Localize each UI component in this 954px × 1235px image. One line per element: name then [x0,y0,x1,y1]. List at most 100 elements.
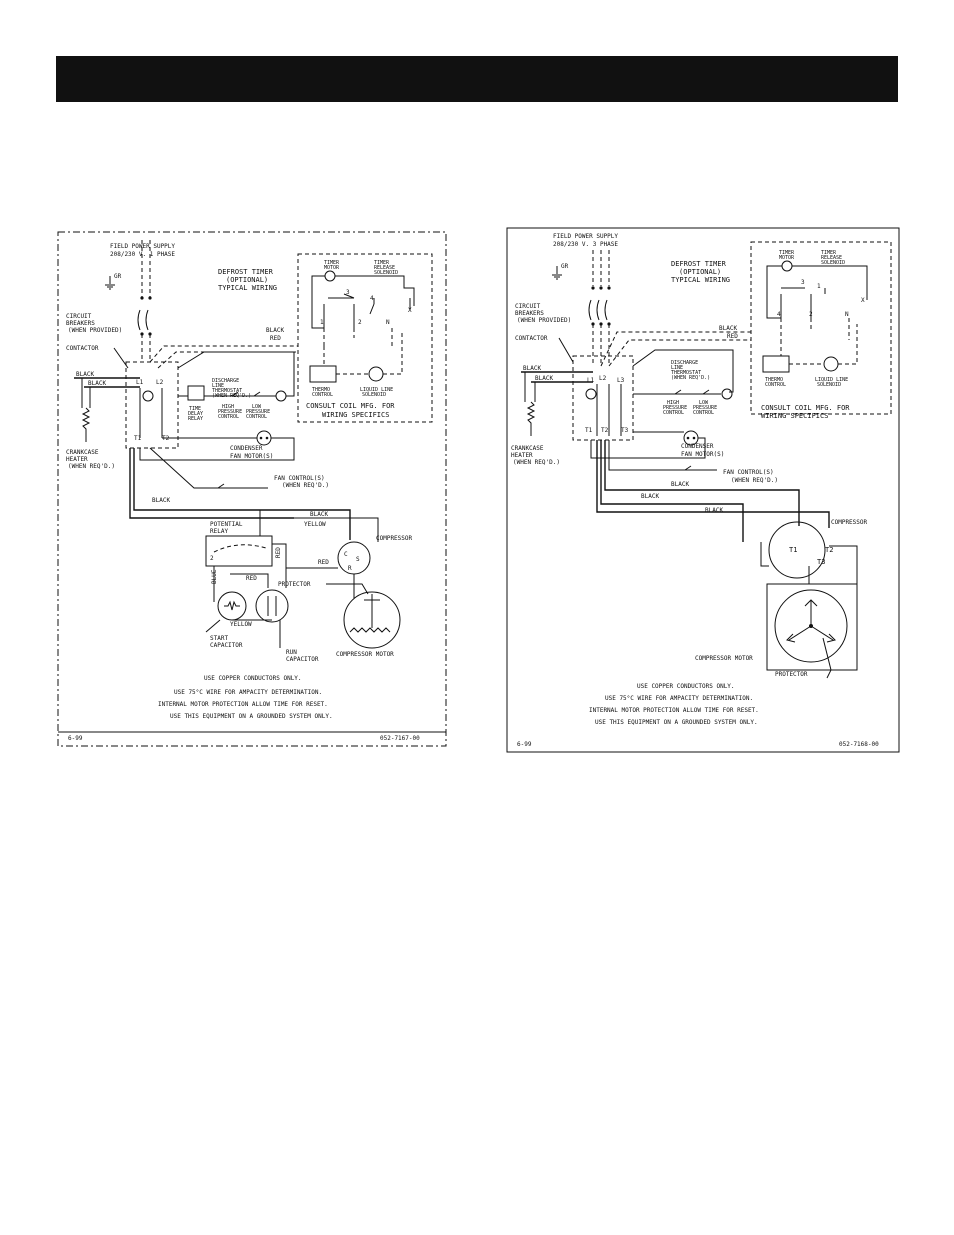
time-delay-relay-symbol [187,385,205,401]
breaker-2 [596,299,600,321]
supply-label: FIELD POWER SUPPLY [110,243,175,250]
svg-text:TIMER: TIMER [374,260,390,266]
svg-text:THERMOSTAT: THERMOSTAT [671,370,701,376]
discharge-thermostat-symbol [721,388,733,400]
svg-text:(WHEN PROVIDED): (WHEN PROVIDED) [68,327,122,334]
svg-text:L1: L1 [587,377,595,384]
start-capacitor-symbol [217,591,247,621]
breaker-2 [145,309,149,331]
supply-voltage: 208/230 V. 1 PHASE [110,251,175,258]
breakers-label: CIRCUIT [66,313,92,320]
svg-text:LOW: LOW [699,400,709,406]
svg-text:(WHEN REQ'D.): (WHEN REQ'D.) [68,463,115,470]
svg-text:RED: RED [275,547,282,558]
diagram-frame [506,227,900,753]
potential-relay-label: POTENTIAL [210,521,243,528]
svg-text:T1: T1 [134,435,142,442]
wire-label-black: BLACK [719,325,737,332]
protector-label: PROTECTOR [278,581,311,588]
consult-coil-note: CONSULT COIL MFG. FOR [306,402,395,410]
wire-label-black: BLACK [266,327,284,334]
compressor-motor-frame [766,583,858,671]
defrost-timer-label: DEFROST TIMER [671,260,727,268]
svg-text:TIME: TIME [189,406,201,412]
svg-text:X: X [861,297,865,304]
svg-text:RELAY: RELAY [188,416,203,422]
svg-text:HIGH: HIGH [222,404,234,410]
svg-text:THERMO: THERMO [312,387,330,393]
svg-text:BREAKERS: BREAKERS [515,310,544,317]
discharge-thermostat-symbol [275,390,287,402]
svg-text:BLACK: BLACK [152,497,170,504]
svg-text:TIMER: TIMER [324,260,340,266]
timer-motor-symbol [324,270,336,282]
crankcase-heater-label: CRANKCASE [511,445,544,452]
svg-text:C: C [344,551,348,558]
svg-text:CONDENSER: CONDENSER [681,443,714,450]
svg-text:L1: L1 [136,379,144,386]
svg-text:SOLENOID: SOLENOID [362,392,386,398]
compressor-terminal-symbol [768,521,826,579]
note-wire-temp: USE 75°C WIRE FOR AMPACITY DETERMINATION… [174,689,322,696]
svg-text:TYPICAL WIRING: TYPICAL WIRING [218,284,277,292]
svg-text:S: S [356,556,360,563]
svg-text:DISCHARGE: DISCHARGE [671,360,698,366]
svg-text:1: 1 [817,283,821,290]
svg-text:T2: T2 [601,427,609,434]
svg-text:FAN MOTOR(S): FAN MOTOR(S) [230,453,273,460]
svg-text:CONTROL: CONTROL [218,414,239,420]
svg-text:BREAKERS: BREAKERS [66,320,95,327]
svg-text:RELAY: RELAY [210,528,228,535]
svg-text:RELEASE: RELEASE [821,255,842,261]
svg-text:TIMER: TIMER [821,250,837,256]
note-copper: USE COPPER CONDUCTORS ONLY. [637,683,735,690]
defrost-timer-box [750,241,892,415]
svg-text:YELLOW: YELLOW [304,521,326,528]
wire-label-red: RED [270,335,281,342]
svg-text:T3: T3 [817,558,825,566]
svg-text:LOW: LOW [252,404,262,410]
svg-text:T2: T2 [825,546,833,554]
thermo-control-symbol [309,365,337,383]
svg-text:LIQUID LINE: LIQUID LINE [360,387,393,393]
svg-text:TIMER: TIMER [779,250,795,256]
svg-text:RED: RED [246,575,257,582]
diagram-part-number: 052-7167-00 [380,735,420,742]
ground-label: GR [561,263,569,270]
svg-text:RED: RED [318,559,329,566]
svg-text:CONTROL: CONTROL [246,414,267,420]
svg-text:(WHEN PROVIDED): (WHEN PROVIDED) [517,317,571,324]
svg-text:N: N [386,319,390,326]
svg-text:BLACK: BLACK [88,380,106,387]
svg-text:PRESSURE: PRESSURE [663,405,687,411]
diagram-date: 6-99 [517,741,532,748]
compressor-label: COMPRESSOR [831,519,868,526]
svg-text:DELAY: DELAY [188,411,203,417]
diagram-frame [57,231,447,747]
svg-text:(WHEN REQ'D.): (WHEN REQ'D.) [731,477,778,484]
svg-text:WIRING SPECIFICS: WIRING SPECIFICS [761,412,828,420]
condenser-fan-motor-symbol [256,430,272,446]
svg-text:RELEASE: RELEASE [374,265,395,271]
crankcase-heater-label: CRANKCASE [66,449,99,456]
svg-text:FAN CONTROL(S): FAN CONTROL(S) [723,469,774,476]
svg-text:HIGH: HIGH [667,400,679,406]
svg-text:PRESSURE: PRESSURE [218,409,242,415]
svg-text:BLACK: BLACK [310,511,328,518]
defrost-timer-label: DEFROST TIMER [218,268,274,276]
svg-text:BLACK: BLACK [76,371,94,378]
svg-text:4: 4 [370,295,374,302]
svg-text:CAPACITOR: CAPACITOR [286,656,319,663]
compressor-label: COMPRESSOR [376,535,413,542]
diagram-part-number: 052-7168-00 [839,741,879,748]
note-wire-temp: USE 75°C WIRE FOR AMPACITY DETERMINATION… [605,695,753,702]
svg-text:LIQUID LINE: LIQUID LINE [815,377,848,383]
compressor-motor-symbol [343,591,401,649]
note-protection: INTERNAL MOTOR PROTECTION ALLOW TIME FOR… [589,707,759,714]
supply-voltage: 208/230 V. 3 PHASE [553,241,618,248]
svg-text:LINE: LINE [671,365,683,371]
liquid-line-solenoid-symbol [823,356,839,372]
svg-text:1: 1 [320,319,324,326]
compressor-motor-label: COMPRESSOR MOTOR [336,651,394,658]
compressor-motor-label: COMPRESSOR MOTOR [695,655,753,662]
